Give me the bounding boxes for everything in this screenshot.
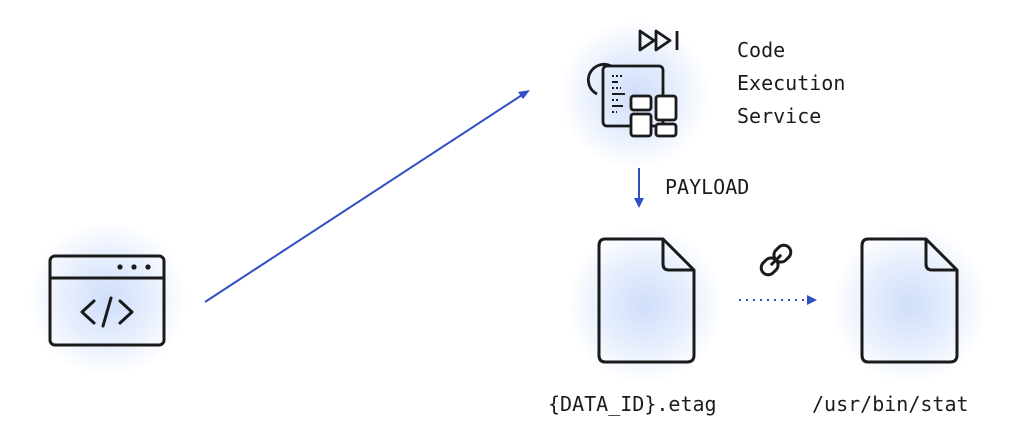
service-glow — [560, 22, 710, 167]
code-execution-service-icon — [586, 29, 679, 138]
service-title-line-3: Service — [737, 104, 822, 128]
client-glow — [28, 224, 188, 374]
browser-code-window-icon — [48, 254, 166, 347]
target-file-glow — [835, 225, 985, 385]
target-file-name: /usr/bin/stat — [812, 392, 969, 416]
chain-link-icon — [759, 243, 793, 277]
service-title-line-1: Code — [737, 38, 786, 62]
file-icon — [860, 237, 959, 364]
payload-label: PAYLOAD — [665, 175, 750, 199]
service-title-line-2: Execution — [737, 71, 846, 95]
file-icon — [597, 237, 696, 364]
source-file-name: {DATA_ID}.etag — [548, 392, 717, 416]
